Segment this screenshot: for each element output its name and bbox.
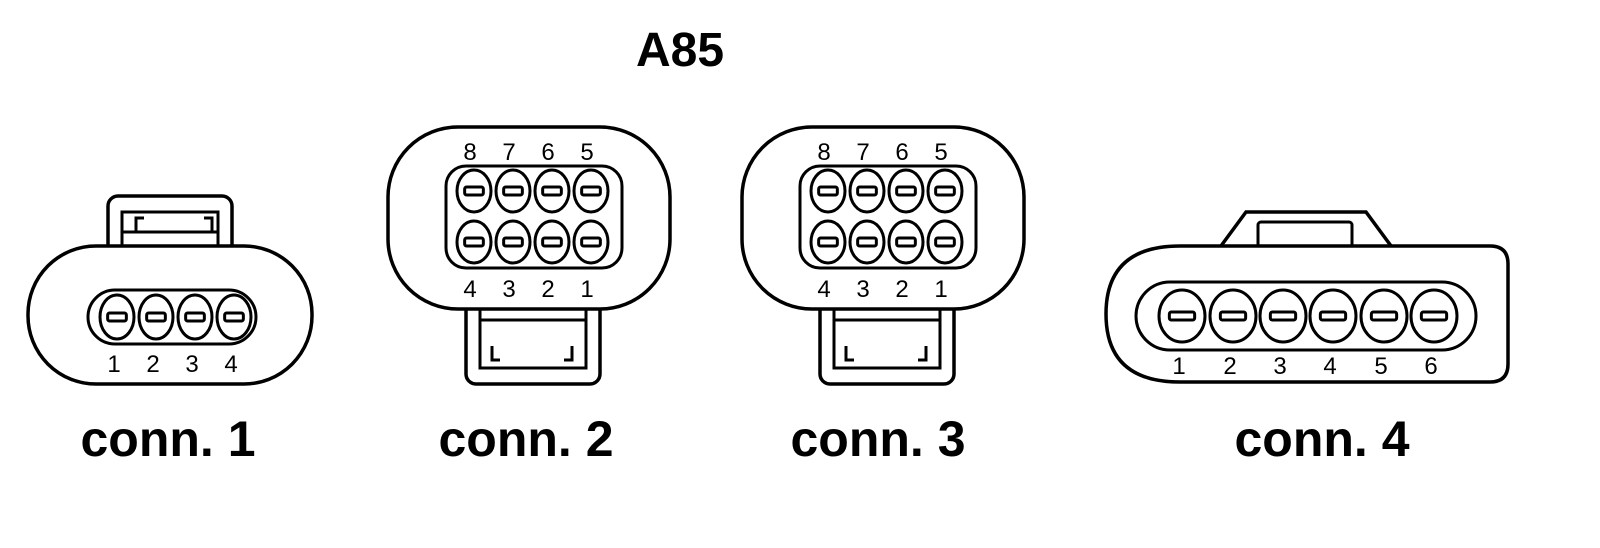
connector-2-pin-number: 2	[541, 276, 554, 303]
connector-3-pin-number: 6	[895, 139, 908, 166]
connector-3-label: conn. 3	[790, 411, 965, 467]
connector-4-pin-6	[1409, 288, 1459, 344]
connector-3-pin-8	[809, 168, 847, 214]
connector-3-pin-1	[926, 219, 964, 265]
connector-4-pin-number: 4	[1323, 353, 1336, 380]
connector-1-pin-3	[176, 293, 214, 341]
connector-4-pin-number: 3	[1273, 353, 1286, 380]
connector-2: 8 4 7 3 6 2 5 1 conn. 2	[386, 125, 672, 467]
connector-4-pin-number: 5	[1374, 353, 1387, 380]
connector-2-pin-number: 5	[580, 139, 593, 166]
connector-2-pin-number: 7	[502, 139, 515, 166]
connector-3-pin-number: 1	[934, 276, 947, 303]
connector-4-pin-number: 2	[1223, 353, 1236, 380]
connector-2-pin-2	[533, 219, 571, 265]
connector-2-pin-number: 8	[463, 139, 476, 166]
connector-1-pin-2	[137, 293, 175, 341]
connector-4-pin-5	[1359, 288, 1409, 344]
connector-3: 8 4 7 3 6 2 5 1 conn. 3	[740, 125, 1026, 467]
connector-2-pin-4	[455, 219, 493, 265]
connector-3-pin-number: 3	[856, 276, 869, 303]
connector-3-pin-number: 5	[934, 139, 947, 166]
connector-4-pin-1	[1157, 288, 1207, 344]
connector-3-pin-2	[887, 219, 925, 265]
connector-2-pin-number: 4	[463, 276, 476, 303]
connector-2-pin-1	[572, 219, 610, 265]
connector-1-pin-number: 3	[185, 351, 198, 378]
connector-4-pin-4	[1308, 288, 1358, 344]
connector-3-pin-number: 8	[817, 139, 830, 166]
connector-2-label: conn. 2	[438, 411, 613, 467]
connector-1-pin-number: 4	[224, 351, 237, 378]
connector-2-pin-number: 3	[502, 276, 515, 303]
connector-3-pin-5	[926, 168, 964, 214]
connector-3-pin-number: 2	[895, 276, 908, 303]
connector-1-pin-1	[98, 293, 136, 341]
connector-4: 1 2 3 4 5 6 conn. 4	[1104, 210, 1510, 467]
connector-3-pin-number: 4	[817, 276, 830, 303]
diagram-title: A85	[636, 24, 724, 77]
connector-4-pin-number: 6	[1424, 353, 1437, 380]
connector-3-pin-7	[848, 168, 886, 214]
connector-4-pin-number: 1	[1172, 353, 1185, 380]
connector-2-pin-8	[455, 168, 493, 214]
connector-1-pin-number: 2	[146, 351, 159, 378]
connector-4-pin-3	[1258, 288, 1308, 344]
connector-3-pin-6	[887, 168, 925, 214]
connector-4-label: conn. 4	[1234, 411, 1409, 467]
connector-2-pin-number: 6	[541, 139, 554, 166]
connector-2-pin-number: 1	[580, 276, 593, 303]
connector-2-pin-3	[494, 219, 532, 265]
connector-2-pin-5	[572, 168, 610, 214]
connector-3-pin-3	[848, 219, 886, 265]
connector-4-pin-2	[1208, 288, 1258, 344]
connector-2-pin-7	[494, 168, 532, 214]
connector-1-pin-4	[215, 293, 253, 341]
connector-3-pin-number: 7	[856, 139, 869, 166]
connector-1-pin-number: 1	[107, 351, 120, 378]
connector-3-pin-4	[809, 219, 847, 265]
connector-2-pin-6	[533, 168, 571, 214]
connector-1-label: conn. 1	[80, 411, 255, 467]
